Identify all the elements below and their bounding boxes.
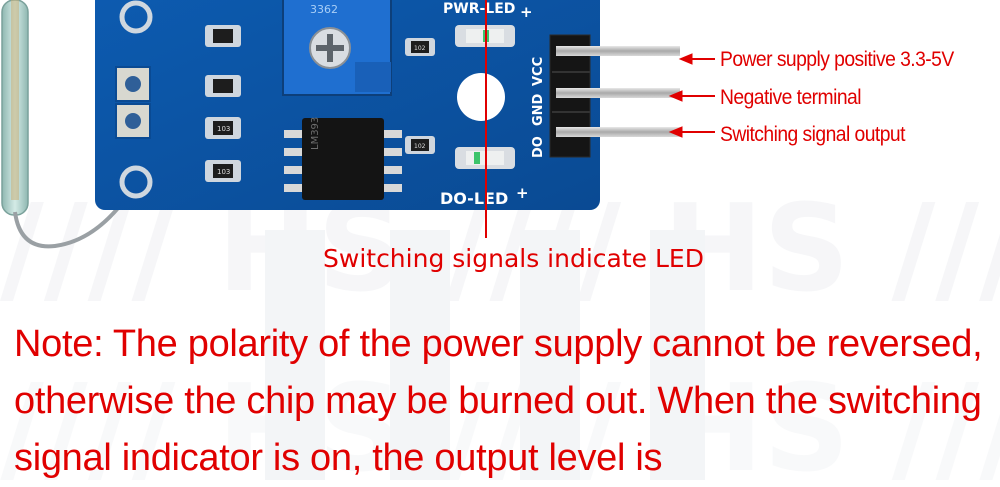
pcb-board: 103 103 3362 LM393 102 102 PWR-LED	[95, 0, 600, 210]
pin-label-do: DO	[531, 136, 546, 158]
led-caption: Switching signals indicate LED	[323, 244, 704, 273]
svg-text:+: +	[516, 184, 529, 202]
pin-header	[549, 34, 680, 158]
resistor-code-3: 102	[414, 45, 426, 52]
pin-label-vcc: VCC	[531, 57, 546, 86]
pot-code: 3362	[310, 3, 338, 16]
callout-negative-terminal: Negative terminal	[720, 86, 862, 109]
resistor-code-1: 103	[217, 125, 230, 133]
svg-text://// HS //// HS ////: //// HS //// HS ////	[0, 360, 1000, 480]
polarity-note: Note: The polarity of the power supply c…	[14, 323, 983, 479]
pin-label-gnd: GND	[531, 93, 546, 126]
svg-text:+: +	[520, 3, 533, 21]
callout-power-positive: Power supply positive 3.3-5V	[720, 48, 954, 71]
pwr-led-label: PWR-LED	[443, 1, 515, 17]
chip-marking: LM393	[310, 117, 321, 150]
callout-arrows	[668, 53, 715, 138]
resistor-code-4: 102	[414, 143, 426, 150]
reed-switch	[1, 0, 137, 249]
callout-switching-output: Switching signal output	[720, 123, 905, 146]
do-led-label: DO-LED	[440, 189, 508, 208]
resistor-code-2: 103	[217, 168, 230, 176]
